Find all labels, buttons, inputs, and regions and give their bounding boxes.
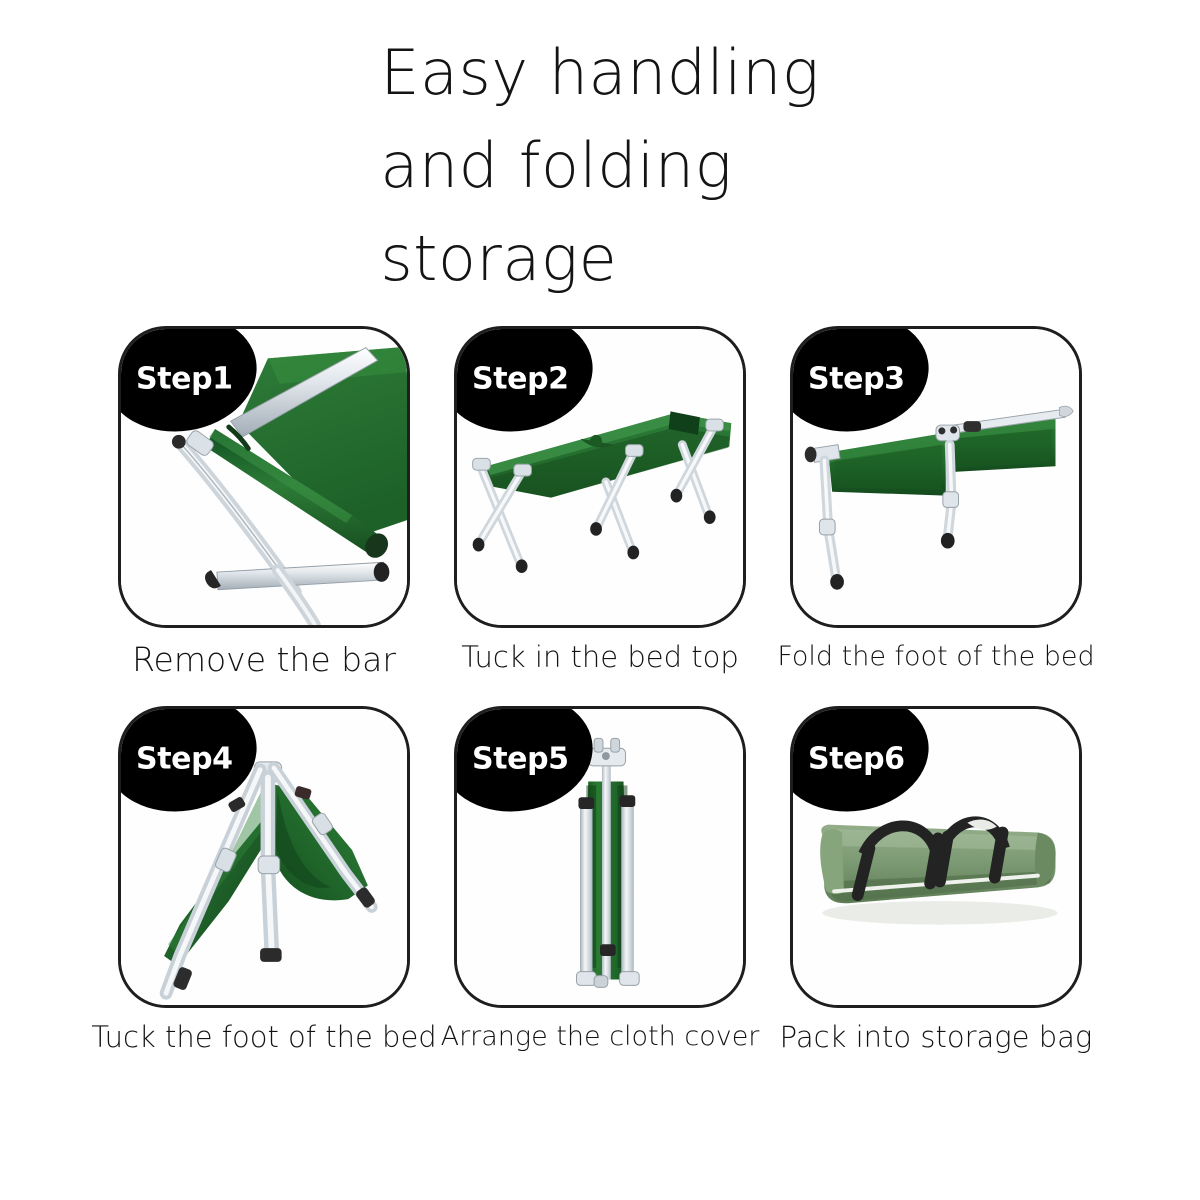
step-cell-4: Step4 Tuck the foot of the bed [91, 706, 437, 1054]
step-card-3[interactable]: Step3 [790, 326, 1082, 628]
step-badge-label-5: Step5 [471, 741, 569, 777]
step-card-1[interactable]: Step1 [118, 326, 410, 628]
steps-row-2: Step4 Tuck the foot of the bed [91, 706, 1108, 1054]
step-cell-1: Step1 Remove the bar [118, 326, 410, 678]
step-cell-5: Step5 Arrange the cloth cover [441, 706, 759, 1054]
page-title-line-1: Easy handling [380, 36, 820, 109]
steps-grid: Step1 Remove the bar [91, 326, 1108, 1082]
page-title-line-2: and folding [380, 129, 733, 202]
step-photo-5 [457, 709, 743, 1006]
step-caption-4: Tuck the foot of the bed [91, 1020, 437, 1055]
step-badge-label-3: Step3 [807, 361, 905, 397]
step-badge-label-2: Step2 [471, 361, 569, 397]
step-caption-1: Remove the bar [132, 640, 396, 679]
step-caption-2: Tuck in the bed top [461, 640, 739, 674]
step-card-6[interactable]: Step6 [790, 706, 1082, 1009]
step-card-5[interactable]: Step5 [454, 706, 746, 1009]
step-cell-6: Step6 Pack into storage bag [780, 706, 1092, 1054]
step-badge-label-6: Step6 [807, 741, 905, 777]
step-cell-3: Step3 Fold the foot of the bed [777, 326, 1095, 678]
step-caption-3: Fold the foot of the bed [777, 641, 1095, 672]
page-title-line-3: storage [380, 222, 618, 295]
step-card-4[interactable]: Step4 [118, 706, 410, 1009]
step-caption-5: Arrange the cloth cover [440, 1021, 760, 1053]
step-cell-2: Step2 Tuck in the bed top [454, 326, 746, 678]
step-card-2[interactable]: Step2 [454, 326, 746, 628]
steps-row-1: Step1 Remove the bar [118, 326, 1108, 678]
step-badge-label-4: Step4 [135, 741, 233, 777]
step-photo-2 [457, 329, 743, 625]
page-title: Easy handling and folding storage [0, 26, 1200, 305]
step-caption-6: Pack into storage bag [779, 1020, 1093, 1055]
step-photo-4 [121, 709, 407, 1006]
step-badge-label-1: Step1 [135, 361, 233, 397]
